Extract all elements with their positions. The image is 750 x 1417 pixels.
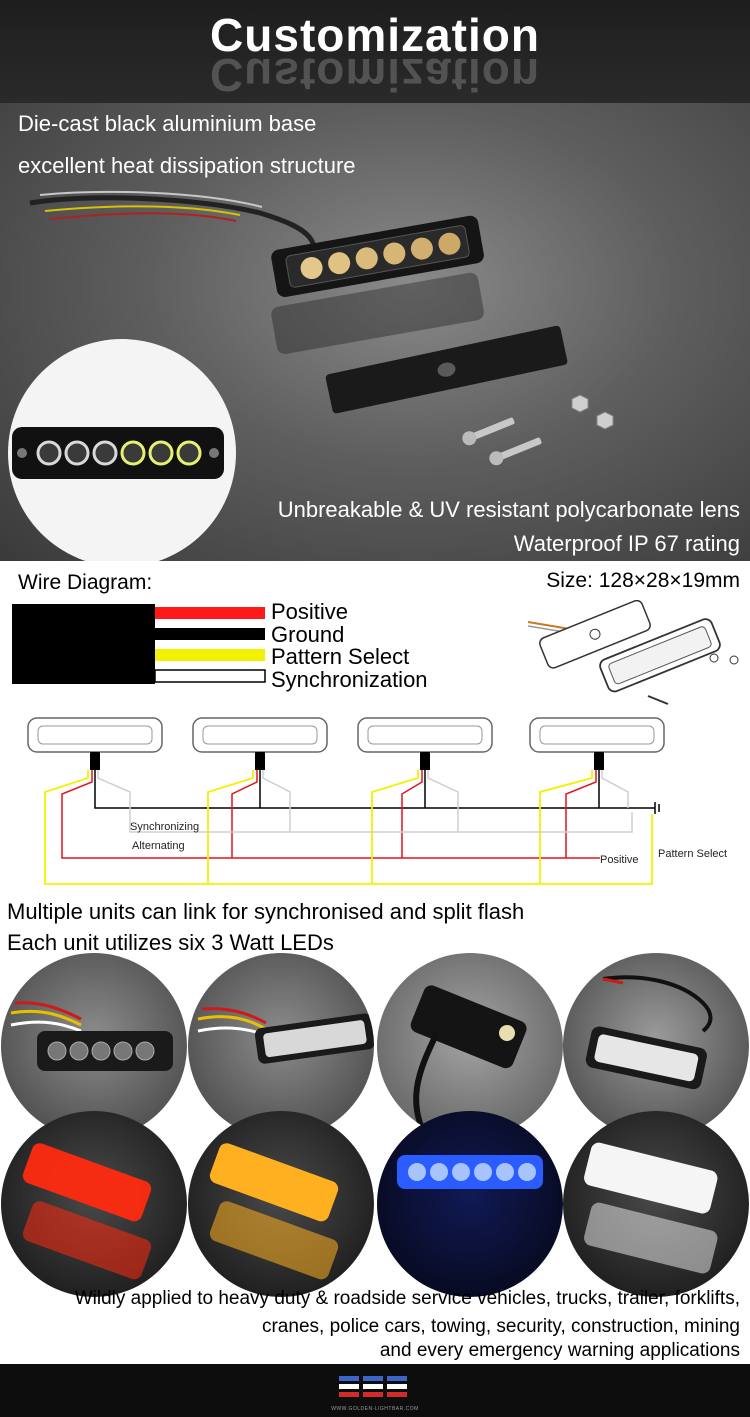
wire-label-ground: Ground <box>271 622 345 647</box>
photo-bar-angle <box>563 953 749 1139</box>
brand-logo-icon <box>339 1376 407 1397</box>
photo-blue-lit <box>377 1111 563 1297</box>
applications-line-1: Wildly applied to heavy duty & roadside … <box>74 1288 740 1309</box>
feature-link-units: Multiple units can link for synchronised… <box>7 899 525 924</box>
wire-label-positive: Positive <box>271 599 349 624</box>
page-header: Customization Customization <box>0 0 750 103</box>
page-title: Customization <box>210 9 540 61</box>
size-label: Size: 128×28×19mm <box>546 569 740 592</box>
photo-clear-bar-cables <box>188 953 374 1139</box>
wire-legend-graphic <box>12 604 266 684</box>
footer-website: WWW.GOLDEN-LIGHTBAR.COM <box>331 1406 419 1412</box>
photo-bar-rear <box>377 953 563 1139</box>
label-alternating: Alternating <box>132 840 185 852</box>
footer: WWW.GOLDEN-LIGHTBAR.COM <box>0 1364 750 1417</box>
product-illustration <box>29 190 614 466</box>
page-title-reflection: Customization <box>210 49 540 101</box>
wiring-schematic <box>27 717 665 885</box>
feature-heat: excellent heat dissipation structure <box>18 153 356 178</box>
wire-label-sync: Synchronization <box>271 667 428 692</box>
feature-leds: Each unit utilizes six 3 Watt LEDs <box>7 930 334 955</box>
feature-waterproof: Waterproof IP 67 rating <box>513 531 740 556</box>
applications-line-2: cranes, police cars, towing, security, c… <box>261 1316 740 1337</box>
label-pattern-select: Pattern Select <box>658 848 728 860</box>
photo-amber-bar-cables <box>1 953 187 1139</box>
label-synchronizing: Synchronizing <box>130 821 200 833</box>
mounting-drawing <box>527 600 739 705</box>
hero-product-photo: Die-cast black aluminium base excellent … <box>0 103 750 561</box>
feature-lens: Unbreakable & UV resistant polycarbonate… <box>277 497 740 522</box>
photo-amber-lit <box>188 1111 374 1297</box>
product-front-photo <box>8 339 236 561</box>
feature-base: Die-cast black aluminium base <box>18 111 317 136</box>
photo-white-lit <box>563 1111 749 1297</box>
label-positive: Positive <box>600 854 639 866</box>
wire-label-pattern: Pattern Select <box>271 644 410 669</box>
wire-diagram-title: Wire Diagram: <box>18 571 153 594</box>
photo-red-lit <box>1 1111 187 1297</box>
applications-line-3: and every emergency warning applications <box>379 1340 740 1361</box>
